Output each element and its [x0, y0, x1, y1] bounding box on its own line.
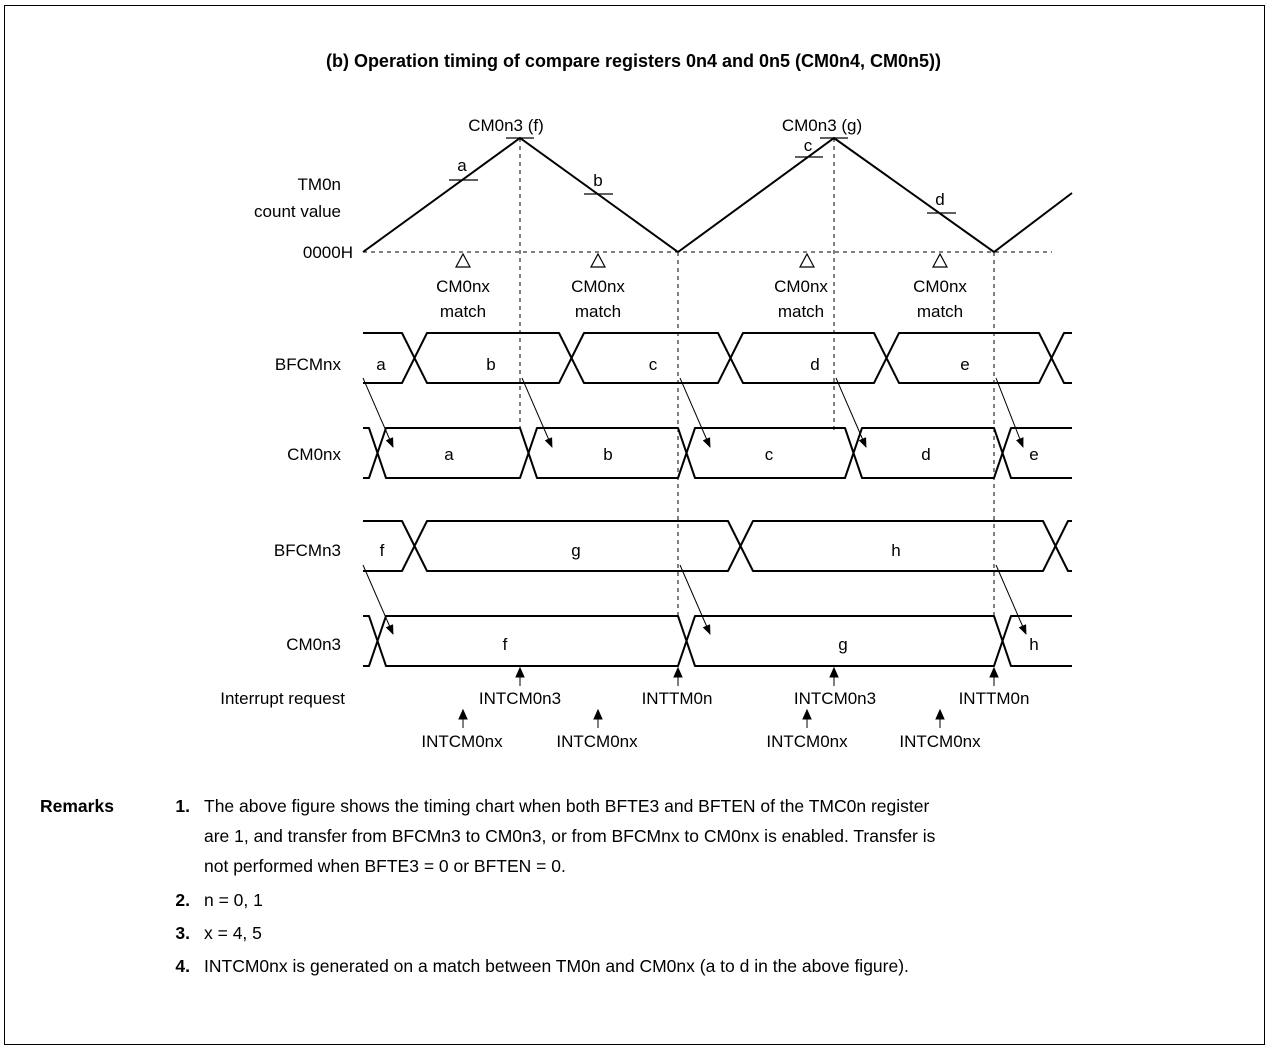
- slope-label-c: c: [804, 136, 813, 155]
- match-triangle-icon: [931, 252, 949, 268]
- bfcmnx-value: d: [810, 355, 819, 374]
- peak-label: CM0n3 (g): [782, 116, 862, 135]
- interrupt-arrowhead-icon: [515, 666, 525, 678]
- signal-name-cm0n3: CM0n3: [286, 635, 341, 654]
- remarks-heading: Remarks: [40, 796, 114, 816]
- remark-number: 2.: [175, 890, 190, 910]
- match-triangle-icon: [589, 252, 607, 268]
- interrupt-arrowhead-icon: [989, 666, 999, 678]
- interrupt-top-label: INTTM0n: [959, 689, 1030, 708]
- remark-number: 1.: [175, 796, 190, 816]
- slope-label-b: b: [593, 171, 602, 190]
- interrupt-top-label: INTCM0n3: [479, 689, 561, 708]
- interrupt-arrows: [458, 666, 999, 728]
- interrupt-bottom-label: INTCM0nx: [899, 732, 981, 751]
- transfer-arrows: [362, 377, 1027, 635]
- match-label-line1: CM0nx: [436, 277, 490, 296]
- remark-text: The above figure shows the timing chart …: [204, 796, 930, 816]
- cm0n3-value: g: [838, 635, 847, 654]
- remark-number: 4.: [175, 956, 190, 976]
- transfer-arrow: [835, 377, 867, 448]
- interrupt-bottom-label: INTCM0nx: [766, 732, 848, 751]
- tm-label-line1: TM0n: [298, 175, 341, 194]
- interrupt-bottom-label: INTCM0nx: [556, 732, 638, 751]
- signal-name-bfcmnx: BFCMnx: [275, 355, 342, 374]
- match-triangles: [454, 252, 949, 268]
- match-label-line1: CM0nx: [571, 277, 625, 296]
- transfer-arrow: [679, 377, 711, 448]
- match-label-line1: CM0nx: [774, 277, 828, 296]
- bfcmn3-value: f: [380, 541, 385, 560]
- transfer-arrow: [362, 564, 394, 635]
- guide-lines: [519, 138, 995, 620]
- interrupt-arrowhead-icon: [593, 708, 603, 720]
- cm0nx-value: c: [765, 445, 774, 464]
- interrupt-arrowhead-icon: [935, 708, 945, 720]
- interrupt-arrowhead-icon: [673, 666, 683, 678]
- bfcmnx-value: c: [649, 355, 658, 374]
- remark-text: n = 0, 1: [204, 890, 263, 910]
- cm0n3-value: f: [503, 635, 508, 654]
- peak-label: CM0n3 (f): [468, 116, 544, 135]
- transfer-arrow: [995, 377, 1024, 448]
- transfer-arrow: [521, 377, 553, 448]
- interrupt-arrowhead-icon: [802, 708, 812, 720]
- remark-text: not performed when BFTE3 = 0 or BFTEN = …: [204, 856, 566, 876]
- figure-title: (b) Operation timing of compare register…: [325, 51, 942, 71]
- cm0n3-value: h: [1029, 635, 1038, 654]
- bfcmn3-value: h: [891, 541, 900, 560]
- bfcmn3-bus: [363, 520, 1072, 572]
- timing-diagram: TM0n count value 0000H CM0n3 (f) CM0n3 (…: [220, 116, 1073, 751]
- cm0nx-value: b: [603, 445, 612, 464]
- remark-text: x = 4, 5: [204, 923, 262, 943]
- cm0nx-bus: [363, 427, 1072, 479]
- match-label-line2: match: [575, 302, 621, 321]
- match-label-line2: match: [778, 302, 824, 321]
- bfcmn3-value: g: [571, 541, 580, 560]
- interrupt-top-label: INTTM0n: [642, 689, 713, 708]
- signal-name-cm0nx: CM0nx: [287, 445, 341, 464]
- slope-label-d: d: [935, 190, 944, 209]
- tm-label-line2: count value: [254, 202, 341, 221]
- transfer-arrow: [995, 564, 1027, 635]
- match-label-line1: CM0nx: [913, 277, 967, 296]
- cm0nx-value: a: [444, 445, 454, 464]
- cm0nx-value: e: [1029, 445, 1038, 464]
- tm0n-count-waveform: [362, 136, 1073, 254]
- zero-label: 0000H: [303, 243, 353, 262]
- match-label-line2: match: [440, 302, 486, 321]
- cm0n3-bus: [363, 615, 1072, 667]
- transfer-arrow: [362, 377, 394, 448]
- interrupt-arrowhead-icon: [458, 708, 468, 720]
- match-triangle-icon: [798, 252, 816, 268]
- interrupt-bottom-label: INTCM0nx: [421, 732, 503, 751]
- interrupt-arrowhead-icon: [829, 666, 839, 678]
- remark-text: INTCM0nx is generated on a match between…: [204, 956, 909, 976]
- remark-number: 3.: [175, 923, 190, 943]
- match-triangle-icon: [454, 252, 472, 268]
- interrupt-request-label: Interrupt request: [220, 689, 345, 708]
- slope-label-a: a: [457, 156, 467, 175]
- signal-name-bfcmn3: BFCMn3: [274, 541, 341, 560]
- bfcmnx-value: b: [486, 355, 495, 374]
- interrupt-top-label: INTCM0n3: [794, 689, 876, 708]
- figure-frame: [4, 5, 1265, 1045]
- transfer-arrow: [679, 564, 711, 635]
- bfcmnx-bus: [363, 332, 1072, 384]
- cm0nx-value: d: [921, 445, 930, 464]
- remark-text: are 1, and transfer from BFCMn3 to CM0n3…: [204, 826, 936, 846]
- match-label-line2: match: [917, 302, 963, 321]
- bfcmnx-value: a: [376, 355, 386, 374]
- bfcmnx-value: e: [960, 355, 969, 374]
